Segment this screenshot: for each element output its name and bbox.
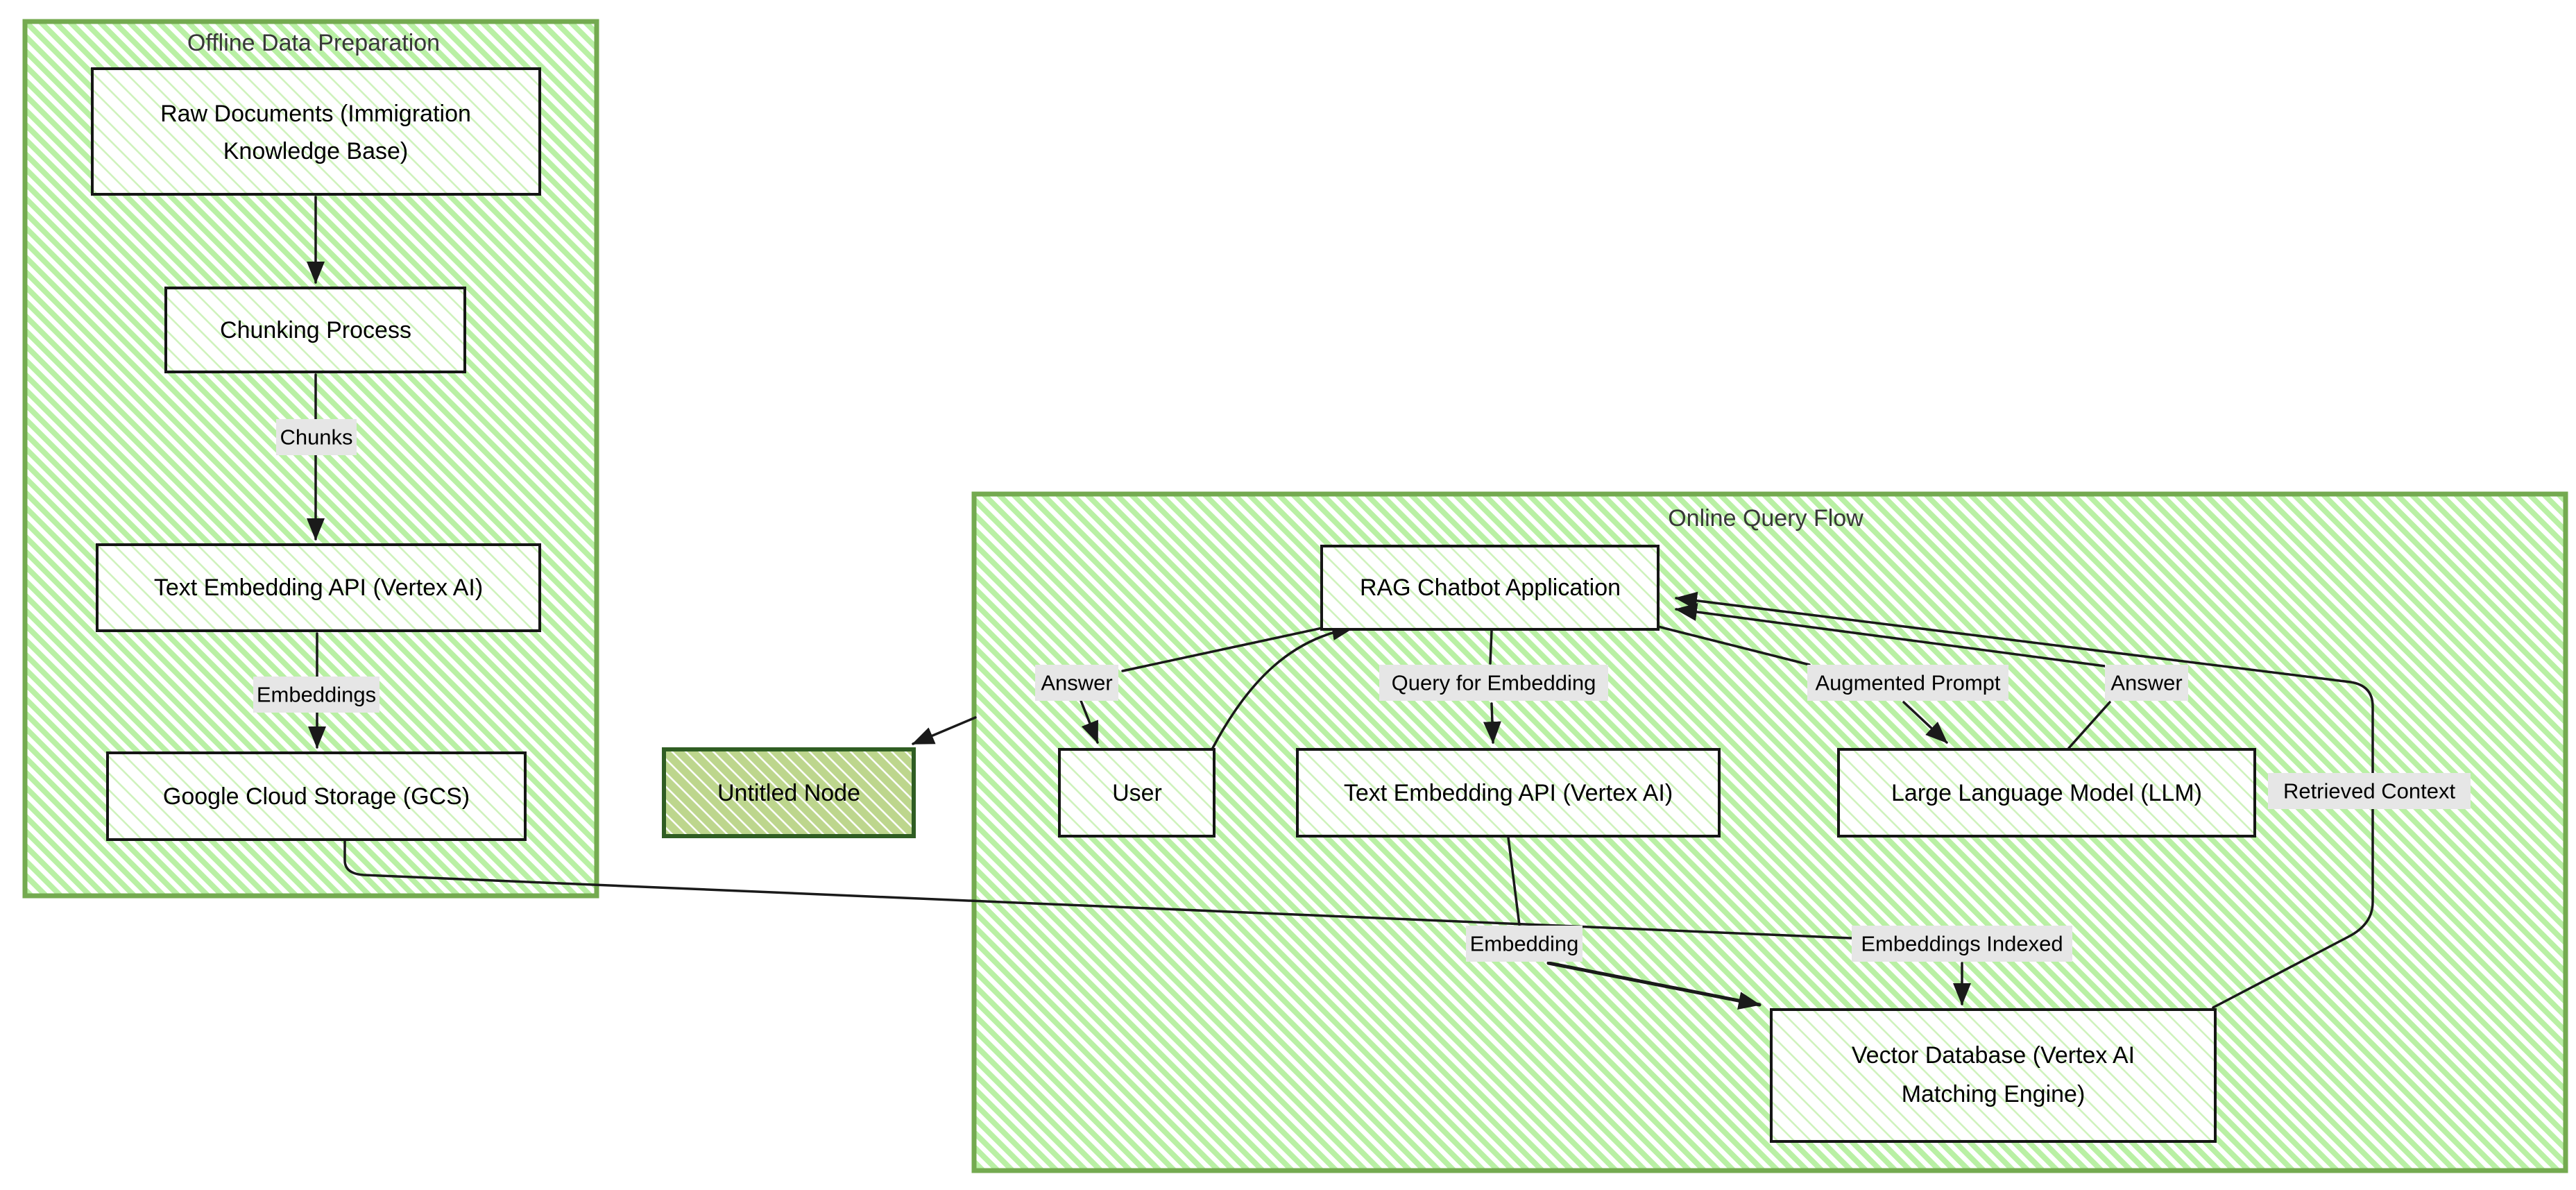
online-container-title: Online Query Flow [1668, 505, 1863, 532]
node-user[interactable]: User [1058, 748, 1216, 838]
edge-label-embedding: Embedding [1466, 926, 1583, 962]
edge-embedapi-online-to-embedding-label [1507, 836, 1521, 926]
vector-database-box[interactable] [1770, 1008, 2217, 1143]
user-box[interactable] [1058, 748, 1216, 838]
large-language-model-label: Large Language Model (LLM) [1891, 780, 2202, 806]
edge-llm-to-answer-label-right [2067, 701, 2111, 749]
vector-database-label-line2: Matching Engine) [1902, 1081, 2085, 1107]
edge-embedding-to-vectordb [1546, 961, 1762, 1010]
edge-rag-to-augmented-label [1657, 625, 1811, 666]
chunks-label: Chunks [280, 425, 352, 450]
edge-label-chunks: Chunks [276, 419, 357, 455]
edge-label-answer-left: Answer [1035, 665, 1118, 701]
edge-gcs-to-embeddings-indexed [343, 840, 1853, 940]
node-google-cloud-storage[interactable]: Google Cloud Storage (GCS) [106, 751, 527, 841]
edge-query-to-embedapi-online [1483, 702, 1501, 744]
edge-user-to-rag [1211, 622, 1354, 749]
edge-label-augmented-prompt: Augmented Prompt [1807, 665, 2008, 701]
node-raw-documents[interactable]: Raw Documents (Immigration Knowledge Bas… [91, 67, 541, 196]
edge-label-answer-right: Answer [2105, 665, 2188, 701]
node-vector-database[interactable]: Vector Database (Vertex AI Matching Engi… [1770, 1008, 2217, 1143]
edge-rag-to-answer-label-left [1121, 627, 1324, 672]
edge-answer-to-user [1080, 699, 1099, 744]
node-untitled[interactable]: Untitled Node [662, 747, 916, 838]
node-text-embedding-api-offline[interactable]: Text Embedding API (Vertex AI) [96, 543, 541, 632]
raw-documents-box[interactable] [91, 67, 541, 196]
answer-right-label: Answer [2110, 671, 2182, 695]
embeddings-label-bg [253, 677, 379, 713]
retrieved-context-label: Retrieved Context [2283, 779, 2456, 804]
text-embedding-api-online-label: Text Embedding API (Vertex AI) [1344, 780, 1673, 806]
large-language-model-box[interactable] [1837, 748, 2256, 838]
user-label: User [1112, 780, 1162, 806]
answer-left-label: Answer [1041, 671, 1112, 695]
raw-documents-label-line2: Knowledge Base) [223, 138, 409, 164]
node-text-embedding-api-online[interactable]: Text Embedding API (Vertex AI) [1296, 748, 1721, 838]
retrieved-context-label-bg [2268, 773, 2471, 809]
edge-label-retrieved-context: Retrieved Context [2268, 773, 2471, 809]
chunking-process-box[interactable] [164, 287, 466, 373]
node-rag-chatbot-application[interactable]: RAG Chatbot Application [1320, 545, 1660, 631]
edge-answer-right-to-rag [1675, 603, 2106, 668]
answer-left-label-bg [1035, 665, 1118, 701]
offline-container-title: Offline Data Preparation [187, 30, 440, 56]
embeddings-indexed-label: Embeddings Indexed [1861, 932, 2063, 956]
query-for-embedding-label: Query for Embedding [1392, 671, 1596, 695]
node-chunking-process[interactable]: Chunking Process [164, 287, 466, 373]
embedding-label-bg [1466, 926, 1583, 962]
untitled-node-box[interactable] [662, 747, 916, 838]
chunking-process-label: Chunking Process [220, 317, 411, 343]
rag-chatbot-application-box[interactable] [1320, 545, 1660, 631]
google-cloud-storage-box[interactable] [106, 751, 527, 841]
raw-documents-label-line1: Raw Documents (Immigration [160, 101, 471, 127]
edge-augmented-to-llm [1902, 701, 1948, 744]
edge-label-embeddings: Embeddings [253, 677, 379, 713]
edge-label-embeddings-indexed: Embeddings Indexed [1852, 926, 2072, 962]
vector-database-label-line1: Vector Database (Vertex AI [1852, 1042, 2135, 1069]
node-large-language-model[interactable]: Large Language Model (LLM) [1837, 748, 2256, 838]
embedding-label: Embedding [1470, 932, 1579, 956]
text-embedding-api-online-box[interactable] [1296, 748, 1721, 838]
text-embedding-api-offline-label: Text Embedding API (Vertex AI) [154, 575, 483, 601]
embeddings-indexed-label-bg [1852, 926, 2072, 962]
edge-label-query-for-embedding: Query for Embedding [1379, 665, 1608, 701]
augmented-prompt-label: Augmented Prompt [1815, 671, 2000, 695]
embeddings-label: Embeddings [257, 683, 376, 707]
edge-vectordb-to-rag-retrieved-context [1675, 591, 2374, 1009]
answer-right-label-bg [2105, 665, 2188, 701]
google-cloud-storage-label: Google Cloud Storage (GCS) [163, 783, 470, 810]
edges-layer [307, 196, 2374, 1010]
edge-to-untitled-node [912, 716, 977, 745]
query-for-embedding-label-bg [1379, 665, 1608, 701]
untitled-node-label: Untitled Node [717, 780, 860, 806]
rag-chatbot-application-label: RAG Chatbot Application [1360, 575, 1621, 601]
edge-rag-to-query-label [1489, 629, 1493, 665]
text-embedding-api-offline-box[interactable] [96, 543, 541, 632]
augmented-prompt-label-bg [1807, 665, 2008, 701]
chunks-label-bg [276, 419, 357, 455]
